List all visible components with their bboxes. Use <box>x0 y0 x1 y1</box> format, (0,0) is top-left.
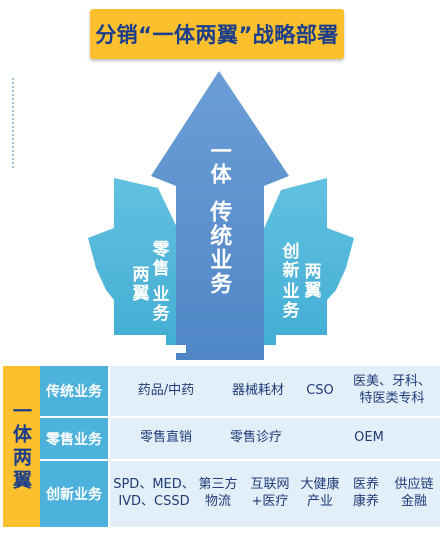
cell-specialty: 医美、牙科、 特医类专科 <box>352 374 431 406</box>
cell-logistics: 第三方 物流 <box>198 477 238 509</box>
cell-internet-medical: 互联网 +医疗 <box>250 477 290 509</box>
left-wing-col-1: 零售 <box>148 240 169 278</box>
decorative-dotted-line <box>12 78 14 168</box>
cell-retail-direct: 零售直销 <box>139 430 192 446</box>
row-header-innovation: 创新业务 <box>40 461 108 527</box>
cell-supply-finance: 供应链 金融 <box>394 477 434 509</box>
row-header-retail: 零售业务 <box>40 418 108 459</box>
cell-oem: OEM <box>354 430 384 446</box>
row-header-traditional: 传统业务 <box>40 366 108 416</box>
page-title: 分销“一体两翼”战略部署 <box>90 9 344 59</box>
cell-retail-clinic: 零售诊疗 <box>229 430 282 446</box>
cell-devices: 器械耗材 <box>231 382 284 398</box>
table-row <box>110 366 440 416</box>
center-main-text: 传统业务 <box>206 200 232 296</box>
table-row <box>110 461 440 527</box>
left-wing-col-2: 两翼 <box>128 265 149 303</box>
cell-spd: SPD、MED、 IVD、CSSD <box>113 477 195 509</box>
center-top-text: 一体 <box>208 140 233 186</box>
right-wing-col-3: 两翼 <box>300 262 321 300</box>
left-header: 一体两翼 <box>3 366 40 527</box>
left-wing-arrow <box>88 178 186 345</box>
center-arrow <box>151 71 289 360</box>
cell-drugs: 药品/中药 <box>137 382 195 398</box>
right-wing-col-2: 业务 <box>278 282 299 320</box>
right-wing-col-1: 创新 <box>278 242 299 280</box>
table-row <box>110 418 440 459</box>
cell-health-industry: 大健康 产业 <box>300 477 340 509</box>
left-wing-col-3: 业务 <box>148 285 169 323</box>
right-wing-arrow <box>258 178 354 345</box>
cell-elderly-care: 医养 康养 <box>352 477 379 509</box>
cell-cso: CSO <box>306 382 334 398</box>
